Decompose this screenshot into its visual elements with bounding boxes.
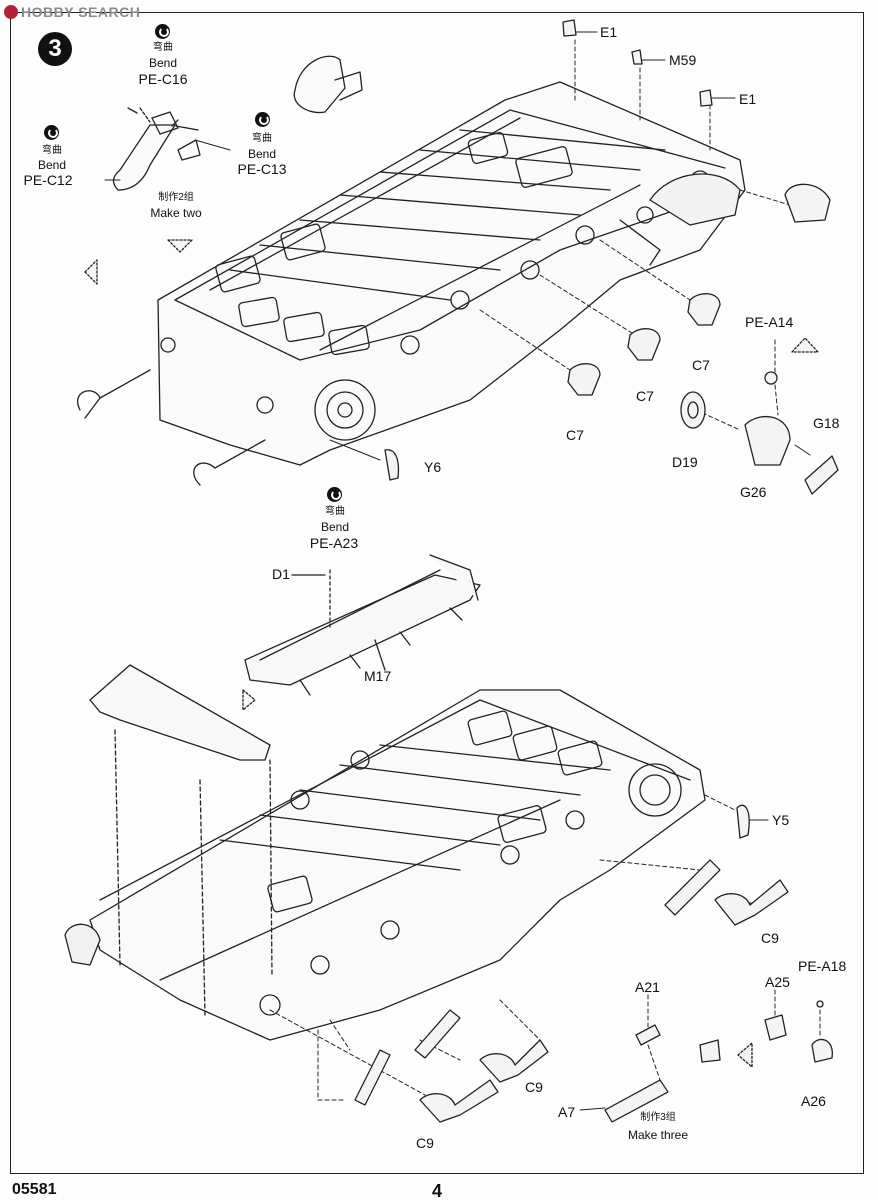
page-border xyxy=(10,12,864,1174)
quantity-note-en-make-three: Make three xyxy=(627,1128,689,1142)
bend-icon xyxy=(327,487,342,502)
part-label-g26: G26 xyxy=(740,484,767,500)
upper-hull-drawing xyxy=(77,81,746,486)
bend-note-cn-pe-c16: 弯曲 xyxy=(153,42,173,53)
kit-number: 05581 xyxy=(12,1181,57,1198)
bend-icon xyxy=(255,112,270,127)
bend-note-en-pe-a23: Bend xyxy=(320,520,350,534)
bend-icon xyxy=(44,125,59,140)
part-label-y6: Y6 xyxy=(424,459,442,475)
part-label-pe-c13: PE-C13 xyxy=(237,161,287,177)
lower-small-parts xyxy=(354,804,833,1123)
part-label-c7-b: C7 xyxy=(636,388,654,404)
part-label-d1: D1 xyxy=(272,566,290,582)
part-label-a21: A21 xyxy=(635,979,660,995)
bend-note-en-pe-c13: Bend xyxy=(247,147,277,161)
lower-hull-drawing xyxy=(64,664,706,1041)
watermark: HOBBY SEARCH xyxy=(4,4,140,20)
part-label-c9-b: C9 xyxy=(525,1079,543,1095)
part-label-c7-a: C7 xyxy=(692,357,710,373)
quantity-note-en-make-two: Make two xyxy=(150,206,202,220)
part-label-a25: A25 xyxy=(765,974,790,990)
part-label-d19: D19 xyxy=(672,454,698,470)
page-number: 4 xyxy=(432,1181,443,1201)
part-label-e1-top: E1 xyxy=(600,24,618,40)
upper-small-parts xyxy=(84,19,839,495)
bend-note-cn-pe-c13: 弯曲 xyxy=(252,133,272,144)
quantity-note-cn-make-three: 制作3组 xyxy=(640,1112,676,1123)
bend-note-cn-pe-a23: 弯曲 xyxy=(325,506,345,517)
upper-leader-lines xyxy=(104,31,811,461)
part-label-e1-second: E1 xyxy=(739,91,757,107)
tow-cable-loop-drawing xyxy=(293,55,363,114)
part-label-pe-c12: PE-C12 xyxy=(23,172,73,188)
watermark-text: HOBBY SEARCH xyxy=(21,4,141,20)
bend-note-en-pe-c12: Bend xyxy=(37,158,67,172)
part-label-m59: M59 xyxy=(669,52,697,68)
bend-note-cn-pe-c12: 弯曲 xyxy=(42,145,62,156)
pe-tow-cable-detail xyxy=(112,107,201,191)
part-label-a26: A26 xyxy=(801,1093,826,1109)
quantity-note-cn-make-two: 制作2组 xyxy=(158,192,194,203)
part-label-m17: M17 xyxy=(364,668,392,684)
part-label-c7-c: C7 xyxy=(566,427,584,443)
watermark-logo-icon xyxy=(4,5,18,19)
bend-icon xyxy=(155,24,170,39)
step-number-badge: 3 xyxy=(38,32,72,66)
bend-note-en-pe-c16: Bend xyxy=(148,56,178,70)
part-label-pe-a14: PE-A14 xyxy=(745,314,794,330)
track-guard-m17-drawing xyxy=(242,554,481,711)
part-label-y5: Y5 xyxy=(772,812,790,828)
part-label-c9-a: C9 xyxy=(761,930,779,946)
part-label-pe-a23: PE-A23 xyxy=(309,535,359,551)
part-label-pe-c16: PE-C16 xyxy=(138,71,188,87)
part-label-g18: G18 xyxy=(813,415,840,431)
part-label-a7: A7 xyxy=(558,1104,576,1120)
part-label-c9-c: C9 xyxy=(416,1135,434,1151)
part-label-pe-a18: PE-A18 xyxy=(798,958,847,974)
